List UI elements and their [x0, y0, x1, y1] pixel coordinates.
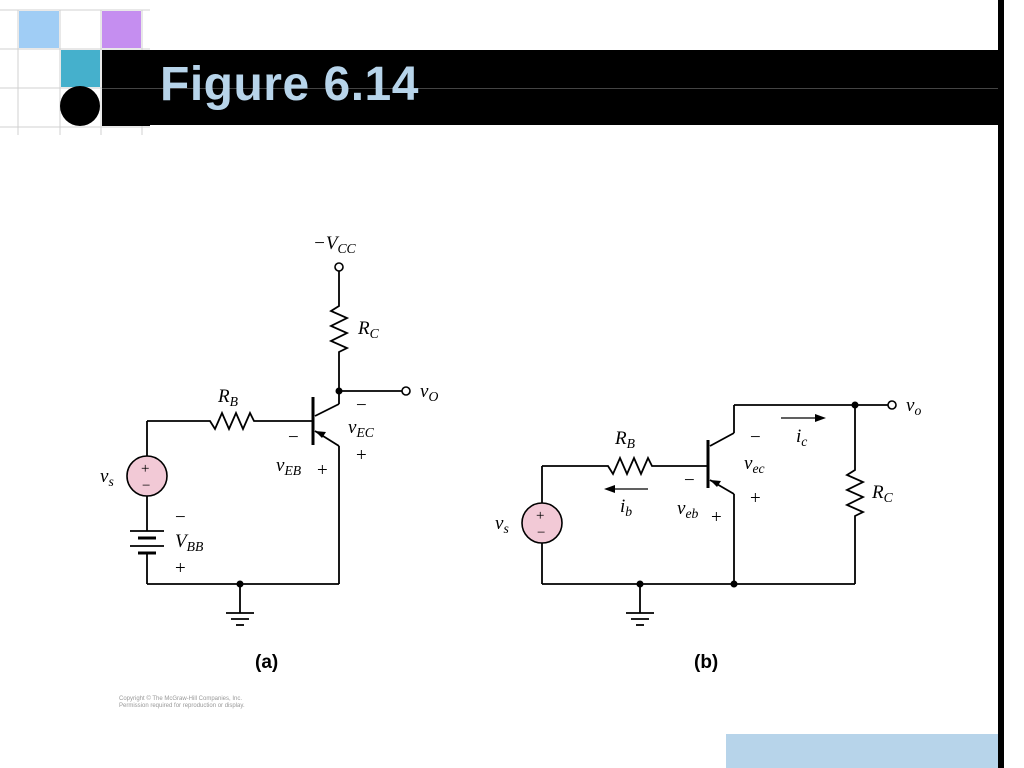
- circuit-b-ic-arrowhead-icon: [815, 414, 826, 422]
- circuit-a-rb-label: RB: [217, 386, 239, 409]
- circuit-b-rb-label: RB: [614, 428, 636, 451]
- circuit-a-source: [126, 455, 168, 497]
- circuit-a-rc-label: RC: [357, 318, 380, 341]
- circuit-a-vs-plus: +: [141, 461, 149, 477]
- circuit-a-veb-minus: −: [288, 427, 299, 448]
- copyright-notice: Copyright © The McGraw-Hill Companies, I…: [119, 696, 245, 710]
- circuit-a-node-collector: [335, 387, 343, 395]
- circuit-b-vec-minus: −: [750, 427, 761, 448]
- copyright-line-1: Copyright © The McGraw-Hill Companies, I…: [119, 696, 243, 702]
- circuit-b-vo-label: vo: [906, 395, 921, 418]
- deco-square-teal: [61, 50, 100, 87]
- circuit-b-ic-label: ic: [796, 426, 807, 449]
- circuit-b-vec-label: vec: [744, 453, 765, 476]
- circuit-b-node-emitter: [730, 580, 738, 588]
- circuit-a-vbb-label: VBB: [175, 531, 204, 554]
- circuit-a-vs-label: vs: [100, 466, 114, 489]
- circuit-a-vbb-minus: −: [175, 507, 186, 528]
- slide-title: Figure 6.14: [160, 58, 419, 111]
- circuit-a-vo-terminal: [401, 386, 411, 396]
- circuit-b-node-output: [851, 401, 859, 409]
- circuit-b-rb-resistor: [604, 455, 656, 477]
- circuit-b-vs-minus: −: [537, 525, 545, 541]
- circuit-a-veb-label: vEB: [276, 455, 302, 478]
- circuit-b-veb-plus: +: [711, 507, 722, 528]
- circuit-b-vs-label: vs: [495, 513, 509, 536]
- circuit-a-node-ground: [236, 580, 244, 588]
- title-rule: [102, 88, 998, 89]
- circuit-a-vcc-label: −VCC: [313, 233, 357, 256]
- circuit-b-vec-plus: +: [750, 488, 761, 509]
- deco-square-purple: [102, 11, 141, 48]
- circuit-a-vec-minus: −: [356, 395, 367, 416]
- circuit-b-veb-label: veb: [677, 498, 699, 521]
- circuit-b-emitter-arrow-icon: [710, 480, 721, 487]
- circuit-a-vbb-plus: +: [175, 558, 186, 579]
- circuit-b-veb-minus: −: [684, 470, 695, 491]
- circuit-b-rc-label: RC: [871, 482, 894, 505]
- circuit-a-emitter-arrow-icon: [315, 431, 326, 438]
- copyright-line-2: Permission required for reproduction or …: [119, 703, 245, 709]
- circuit-a-vec-plus: +: [356, 445, 367, 466]
- circuit-a-rc-resistor: [328, 302, 350, 357]
- right-edge-bar: [998, 0, 1004, 768]
- circuit-b-vs-plus: +: [536, 508, 544, 524]
- circuit-b-source: [521, 502, 563, 544]
- circuit-b-caption: (b): [694, 652, 718, 673]
- circuit-a-caption: (a): [255, 652, 278, 673]
- title-bar: [102, 50, 998, 125]
- circuit-b-ib-arrowhead-icon: [604, 485, 615, 493]
- deco-circle: [60, 86, 100, 126]
- circuit-a-rb-resistor: [206, 410, 258, 432]
- circuit-a-vs-minus: −: [142, 478, 150, 494]
- circuit-b-node-ground: [636, 580, 644, 588]
- circuit-a-vcc-terminal: [334, 262, 344, 272]
- circuit-b-wires: [541, 404, 888, 626]
- bottom-accent-box: [726, 734, 998, 768]
- circuit-b-vo-terminal: [887, 400, 897, 410]
- circuit-b-ib-label: ib: [620, 496, 632, 519]
- deco-square-light-blue: [19, 11, 59, 48]
- circuit-a-vo-label: vO: [420, 381, 438, 404]
- circuit-a-veb-plus: +: [317, 460, 328, 481]
- circuit-b-rc-resistor: [844, 466, 866, 521]
- circuit-a-vec-label: vEC: [348, 417, 375, 440]
- circuit-a-wires: [130, 271, 402, 626]
